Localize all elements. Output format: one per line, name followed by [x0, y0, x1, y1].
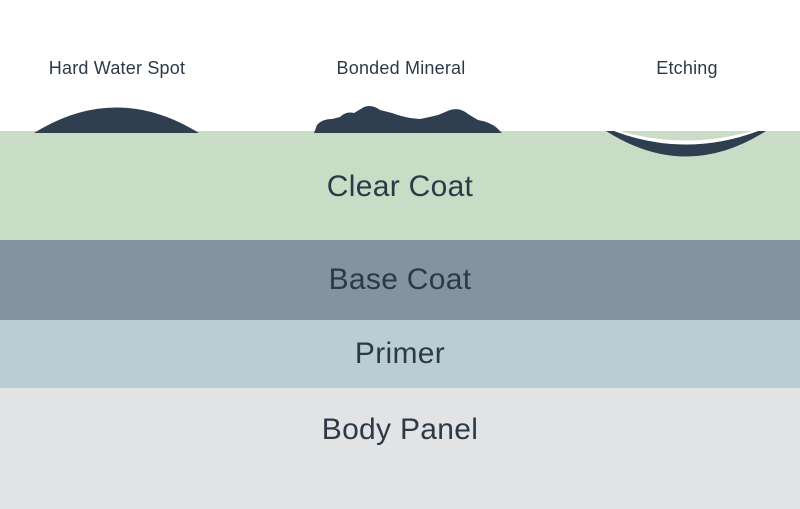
hard-water-spot-label: Hard Water Spot — [48, 58, 186, 78]
hard-water-spot-shape — [34, 107, 199, 133]
body-panel-label: Body Panel — [321, 412, 479, 446]
clear-coat-layer: Clear Coat — [0, 131, 800, 240]
etching-label: Etching — [656, 58, 718, 78]
bonded-mineral-shape — [314, 106, 502, 133]
bonded-mineral-label: Bonded Mineral — [336, 58, 466, 78]
primer-layer: Primer — [0, 320, 800, 388]
base-coat-layer: Base Coat — [0, 240, 800, 320]
body-panel-layer: Body Panel — [0, 388, 800, 509]
primer-label: Primer — [354, 337, 446, 370]
clear-coat-label: Clear Coat — [326, 169, 474, 203]
base-coat-label: Base Coat — [328, 263, 472, 296]
